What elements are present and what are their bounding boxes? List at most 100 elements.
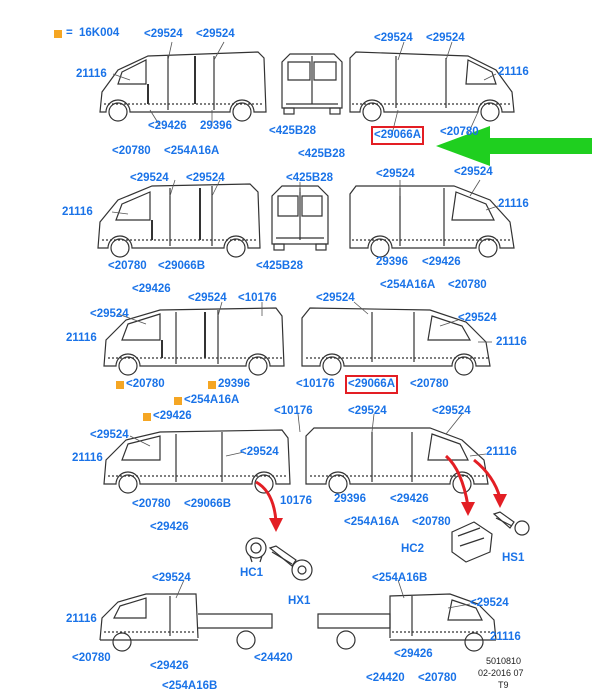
label-20780: <20780	[418, 672, 457, 684]
label-10176: <10176	[238, 292, 277, 304]
label-21116: 21116	[498, 198, 529, 210]
label-29426: <29426	[132, 283, 171, 295]
van-row4-left	[103, 429, 291, 494]
label-254A16A: <254A16A	[164, 145, 220, 157]
callout-arrows	[255, 454, 502, 523]
label-21116: 21116	[490, 631, 521, 643]
label-29524: <29524	[426, 32, 465, 44]
part-hc1-label: HC1	[240, 567, 264, 579]
chassis-row5-right	[317, 593, 497, 652]
label-29524: <29524	[186, 172, 225, 184]
label-29066A-highlight: <29066A	[371, 126, 424, 145]
label-29524: <29524	[90, 429, 129, 441]
leader-lines	[111, 41, 499, 609]
label-425B28: <425B28	[269, 125, 316, 137]
label-10176: 10176	[280, 495, 312, 507]
label-21116: 21116	[496, 336, 527, 348]
van-row3-right	[301, 307, 491, 376]
label-29396: 29396	[200, 120, 232, 132]
legend-marker	[208, 381, 216, 389]
label-20780: <20780	[108, 260, 147, 272]
part-hc2-label: HC2	[401, 543, 425, 555]
label-29066A-highlight: <29066A	[345, 375, 398, 394]
van-row3-left	[103, 307, 285, 376]
legend-marker	[174, 397, 182, 405]
label-254A16B: <254A16B	[372, 572, 428, 584]
legend-marker	[116, 381, 124, 389]
footer-date: 02-2016 07	[478, 668, 524, 678]
label-29524: <29524	[240, 446, 279, 458]
label-24420: <24420	[254, 652, 293, 664]
label-29524: <29524	[90, 308, 129, 320]
van-row1-rear	[281, 53, 343, 115]
van-row2-rear	[271, 185, 329, 251]
label-20780: <20780	[448, 279, 487, 291]
label-29524: <29524	[374, 32, 413, 44]
label-29426: <29426	[150, 521, 189, 533]
label-29396: 29396	[334, 493, 366, 505]
part-hs1-label: HS1	[502, 552, 525, 564]
label-29524: <29524	[454, 166, 493, 178]
label-29426: <29426	[153, 410, 192, 422]
label-29524: <29524	[376, 168, 415, 180]
label-29524: <29524	[130, 172, 169, 184]
label-29524: <29524	[316, 292, 355, 304]
label-29396: 29396	[218, 378, 250, 390]
van-row1-right	[349, 51, 515, 122]
label-21116: 21116	[76, 68, 107, 80]
label-29524: <29524	[196, 28, 235, 40]
legend-swatch	[54, 30, 62, 38]
label-20780: <20780	[410, 378, 449, 390]
label-425B28: <425B28	[298, 148, 345, 160]
label-254A16A: <254A16A	[344, 516, 400, 528]
chassis-row5-left	[99, 593, 273, 652]
label-21116: 21116	[72, 452, 103, 464]
label-20780: <20780	[440, 126, 479, 138]
label-20780: <20780	[72, 652, 111, 664]
footer-rev: T9	[498, 680, 509, 690]
label-29524: <29524	[470, 597, 509, 609]
label-29426: <29426	[422, 256, 461, 268]
label-29524: <29524	[348, 405, 387, 417]
van-row2-right	[349, 185, 515, 258]
pointer-arrow	[436, 126, 592, 166]
legend-marker	[143, 413, 151, 421]
label-29426: <29426	[150, 660, 189, 672]
label-254A16A: <254A16A	[184, 394, 240, 406]
label-425B28: <425B28	[286, 172, 333, 184]
label-10176: <10176	[274, 405, 313, 417]
label-24420: <24420	[366, 672, 405, 684]
label-21116: 21116	[66, 332, 97, 344]
label-29524: <29524	[144, 28, 183, 40]
label-254A16A: <254A16A	[380, 279, 436, 291]
label-29396: 29396	[376, 256, 408, 268]
label-425B28: <425B28	[256, 260, 303, 272]
label-29524: <29524	[188, 292, 227, 304]
label-20780: <20780	[412, 516, 451, 528]
van-row4-right	[305, 427, 489, 494]
legend-code: 16K004	[79, 27, 120, 39]
part-hx1-label: HX1	[288, 595, 311, 607]
hc1-clip-drawing	[245, 537, 267, 563]
label-20780: <20780	[132, 498, 171, 510]
label-29524: <29524	[458, 312, 497, 324]
hx1-screw-drawing	[268, 545, 313, 581]
label-29426: <29426	[148, 120, 187, 132]
label-29426: <29426	[394, 648, 433, 660]
label-10176: <10176	[296, 378, 335, 390]
label-29066B: <29066B	[158, 260, 205, 272]
label-21116: 21116	[62, 206, 93, 218]
label-21116: 21116	[486, 446, 517, 458]
label-29524: <29524	[152, 572, 191, 584]
hs1-screw-drawing	[492, 511, 530, 536]
van-row1-left	[99, 51, 267, 122]
label-20780: <20780	[112, 145, 151, 157]
label-21116: 21116	[498, 66, 529, 78]
legend-eq: =	[66, 27, 73, 39]
label-21116: 21116	[66, 613, 97, 625]
van-row2-left	[97, 183, 261, 258]
label-29066B: <29066B	[184, 498, 231, 510]
label-20780: <20780	[126, 378, 165, 390]
